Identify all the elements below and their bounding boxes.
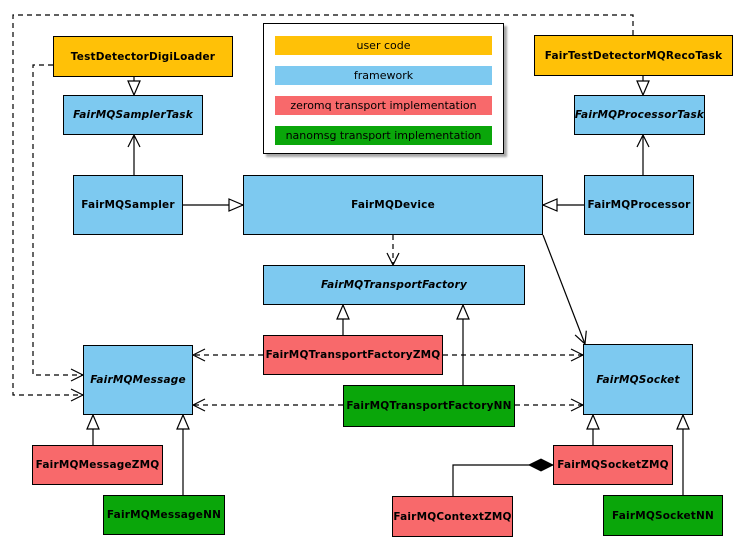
node-fairmq-message-zmq: FairMQMessageZMQ [32, 445, 163, 485]
legend-item-user-code: user code [275, 36, 492, 55]
node-fairmq-transport-factory-zmq: FairMQTransportFactoryZMQ [263, 335, 443, 375]
node-fairmq-socket-zmq: FairMQSocketZMQ [553, 445, 673, 485]
node-fairmq-socket: FairMQSocket [583, 344, 693, 415]
node-fairmq-context-zmq: FairMQContextZMQ [392, 496, 513, 537]
edge-digiloader-message [32, 64, 83, 375]
node-fair-test-detector-mq-reco-task: FairTestDetectorMQRecoTask [534, 35, 733, 76]
node-fairmq-processor: FairMQProcessor [584, 175, 694, 235]
node-fairmq-message-nn: FairMQMessageNN [103, 495, 225, 535]
node-fairmq-device: FairMQDevice [243, 175, 543, 235]
edge-recotask-message [12, 14, 634, 395]
node-fairmq-transport-factory: FairMQTransportFactory [263, 265, 525, 305]
node-fairmq-message: FairMQMessage [83, 345, 193, 415]
node-fairmq-processor-task: FairMQProcessorTask [574, 95, 705, 135]
edge-device-socket [542, 234, 585, 344]
edge-contextzmq-socketzmq [452, 465, 553, 496]
node-fairmq-transport-factory-nn: FairMQTransportFactoryNN [343, 385, 515, 427]
legend: user code framework zeromq transport imp… [263, 23, 504, 154]
node-fairmq-sampler: FairMQSampler [73, 175, 183, 235]
legend-item-zeromq: zeromq transport implementation [275, 96, 492, 115]
node-fairmq-socket-nn: FairMQSocketNN [603, 495, 723, 536]
legend-item-framework: framework [275, 66, 492, 85]
node-test-detector-digi-loader: TestDetectorDigiLoader [53, 36, 233, 77]
legend-item-nanomsg: nanomsg transport implementation [275, 126, 492, 145]
node-fairmq-sampler-task: FairMQSamplerTask [63, 95, 203, 135]
